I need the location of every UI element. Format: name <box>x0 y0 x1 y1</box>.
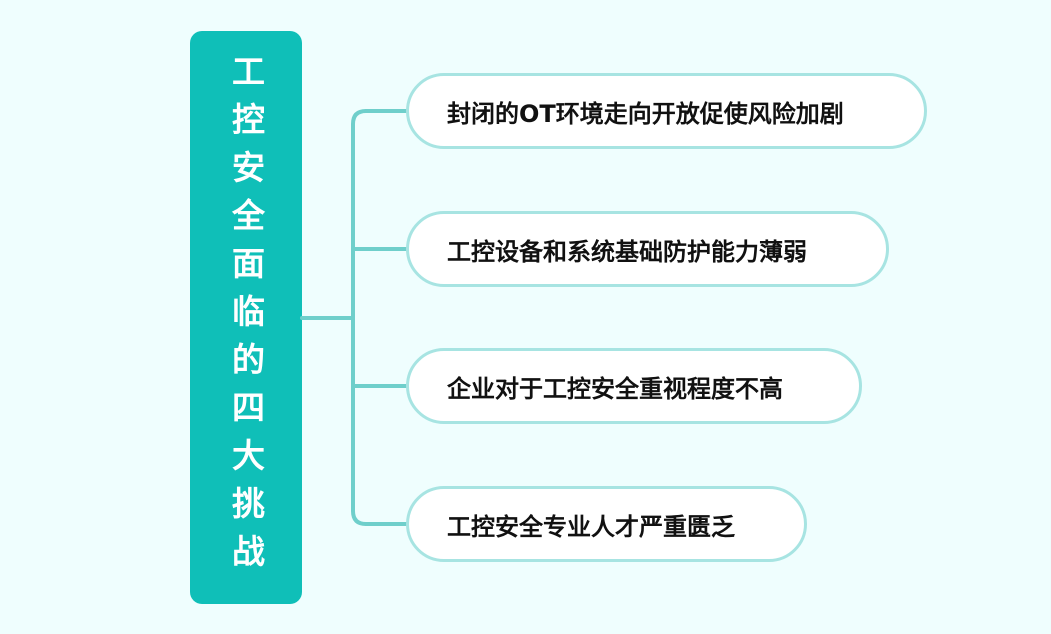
branch-node-1: 封闭的OT环境走向开放促使风险加剧 <box>406 73 927 149</box>
root-node: 工控安全面临的四大挑战 <box>190 31 302 604</box>
branch-label: 工控安全专业人才严重匮乏 <box>447 512 735 541</box>
branch-node-4: 工控安全专业人才严重匮乏 <box>406 486 807 562</box>
spine-connector <box>351 109 368 526</box>
branch-node-2: 工控设备和系统基础防护能力薄弱 <box>406 211 889 287</box>
branch-label: 封闭的OT环境走向开放促使风险加剧 <box>447 99 844 128</box>
branch-node-3: 企业对于工控安全重视程度不高 <box>406 348 862 424</box>
branch-label: 企业对于工控安全重视程度不高 <box>447 374 783 403</box>
branch-label: 工控设备和系统基础防护能力薄弱 <box>447 237 807 266</box>
root-title: 工控安全面临的四大挑战 <box>226 53 266 582</box>
